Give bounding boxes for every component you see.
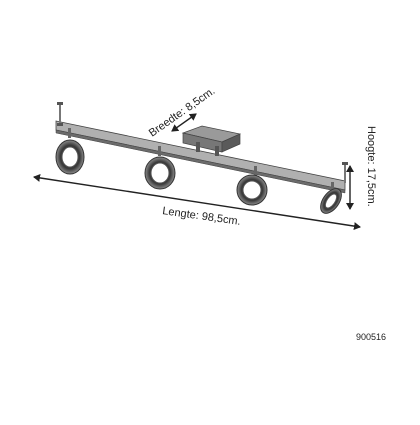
center-mounting-box (181, 125, 242, 156)
right-mounting-screw (342, 162, 348, 183)
product-code: 900516 (356, 332, 386, 342)
length-label: Lengte: 98,5cm. (162, 205, 242, 228)
height-dimension: Hoogte: 17,5cm. (346, 126, 377, 210)
length-arrow (33, 173, 361, 231)
width-arrow (171, 113, 197, 132)
left-mounting-screw (57, 102, 63, 126)
height-label: Hoogte: 17,5cm. (365, 126, 377, 207)
spotlight-1 (55, 128, 85, 175)
